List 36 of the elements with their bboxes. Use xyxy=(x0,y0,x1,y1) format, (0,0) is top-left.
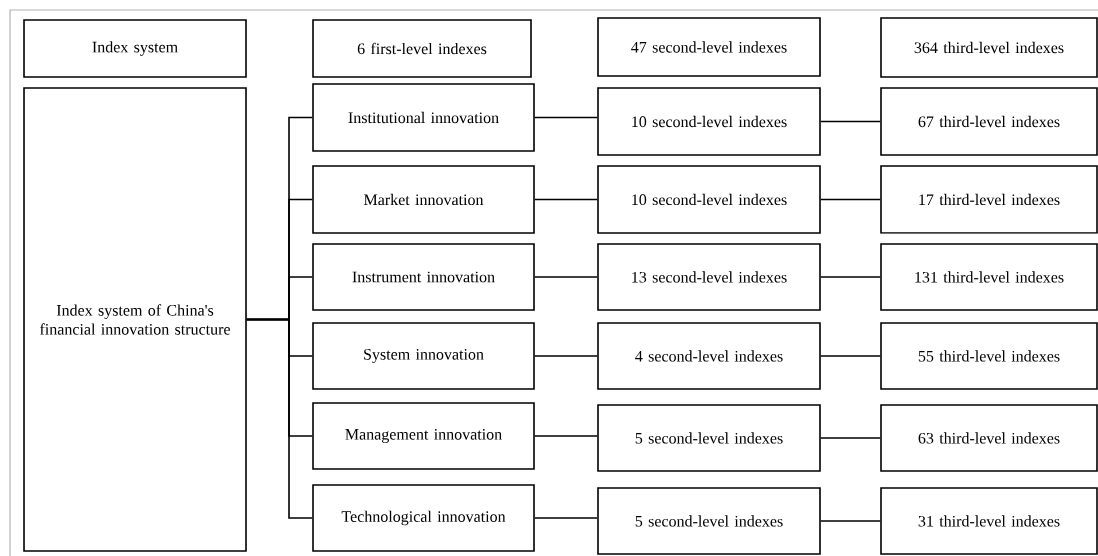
connector-line xyxy=(820,198,881,201)
connector-line xyxy=(534,198,598,201)
third-level-box: 31 third-level indexes xyxy=(880,487,1098,555)
category-box: Market innovation xyxy=(312,165,535,234)
second-level-box: 10 second-level indexes xyxy=(597,87,821,156)
header-box: 6 first-level indexes xyxy=(312,19,532,78)
connector-line xyxy=(534,116,598,119)
second-level-box: 10 second-level indexes xyxy=(597,165,821,234)
category-box: Management innovation xyxy=(312,402,535,470)
second-level-box: 5 second-level indexes xyxy=(597,404,821,472)
connector-line xyxy=(534,517,598,519)
third-level-box: 55 third-level indexes xyxy=(880,322,1098,390)
connector-line xyxy=(820,355,881,357)
second-level-box: 13 second-level indexes xyxy=(597,243,821,311)
connector-line xyxy=(534,276,598,278)
category-box: Technological innovation xyxy=(312,484,535,552)
third-level-box: 131 third-level indexes xyxy=(880,243,1098,311)
header-box: 364 third-level indexes xyxy=(880,17,1098,78)
second-level-box: 5 second-level indexes xyxy=(597,487,821,555)
second-level-box: 4 second-level indexes xyxy=(597,322,821,390)
category-box: Instrument innovation xyxy=(312,243,535,311)
connector-line xyxy=(820,520,881,522)
category-box: System innovation xyxy=(312,322,535,390)
connector-line xyxy=(820,437,881,439)
connector-line xyxy=(534,355,598,357)
header-box: Index system xyxy=(23,19,247,78)
third-level-box: 67 third-level indexes xyxy=(880,87,1098,156)
connector-line xyxy=(820,120,881,123)
tree-connector xyxy=(246,318,313,519)
root-box: Index system of China's financial innovation structure xyxy=(23,87,247,552)
header-box: 47 second-level indexes xyxy=(597,17,821,77)
category-box: Institutional innovation xyxy=(312,83,535,152)
connector-line xyxy=(820,276,881,278)
third-level-box: 17 third-level indexes xyxy=(880,165,1098,234)
connector-line xyxy=(534,435,598,437)
third-level-box: 63 third-level indexes xyxy=(880,404,1098,472)
